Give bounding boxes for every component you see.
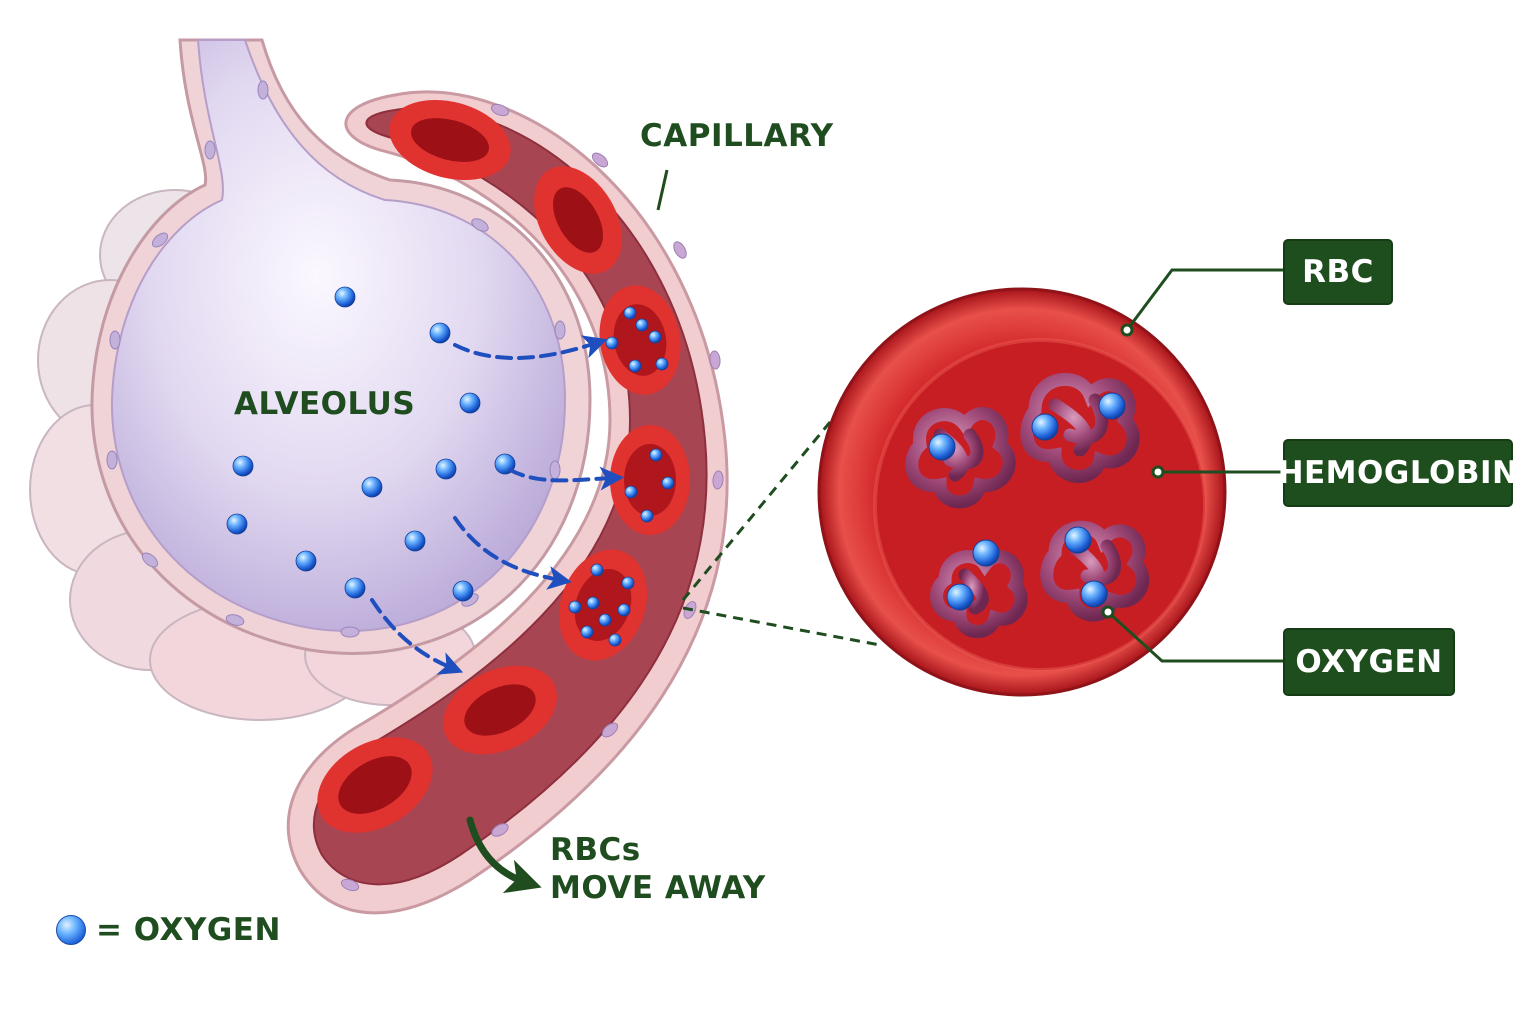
rbc-top	[389, 99, 511, 181]
rbc-bottom	[317, 737, 433, 833]
oxygen-legend-text: = OXYGEN	[96, 912, 281, 948]
alveolus-label: ALVEOLUS	[234, 386, 416, 422]
rbc-label-box: RBC	[1283, 239, 1393, 305]
callout-lines	[1106, 268, 1283, 663]
rbc-upper	[534, 166, 622, 274]
rbc-oxygenating-2	[610, 425, 690, 535]
capillary-label: CAPILLARY	[640, 118, 834, 154]
callout-dots	[1101, 323, 1165, 619]
rbcs-label-line1: RBCs	[550, 832, 641, 868]
dashed-arrow-icon	[370, 598, 464, 675]
diffusion-arrows	[370, 335, 624, 675]
rbc-oxygen-molecules	[568, 306, 675, 647]
capillary-pointer	[656, 169, 669, 211]
dashed-arrow-icon	[453, 335, 608, 360]
zoom-lines	[681, 409, 881, 647]
magnified-rbc	[817, 287, 1227, 697]
alveolus-oxygen-molecules	[226, 286, 516, 602]
rbcs-label-line2: MOVE AWAY	[550, 870, 766, 906]
alveolus-sac	[90, 38, 592, 655]
hemoglobin-label-box: HEMOGLOBIN	[1278, 439, 1518, 507]
rbc-lower	[443, 665, 557, 755]
oxygen-molecule-icon	[56, 915, 86, 945]
oxygen-label-box: OXYGEN	[1283, 628, 1455, 696]
oxygen-legend: = OXYGEN	[56, 912, 281, 948]
oxygen-callout-line	[1106, 610, 1283, 663]
dashed-arrow-icon	[453, 516, 572, 590]
rbc-callout-line	[1125, 268, 1283, 331]
curved-arrow-icon	[466, 816, 542, 894]
dashed-arrow-icon	[508, 466, 624, 491]
bound-oxygen	[928, 392, 1126, 611]
